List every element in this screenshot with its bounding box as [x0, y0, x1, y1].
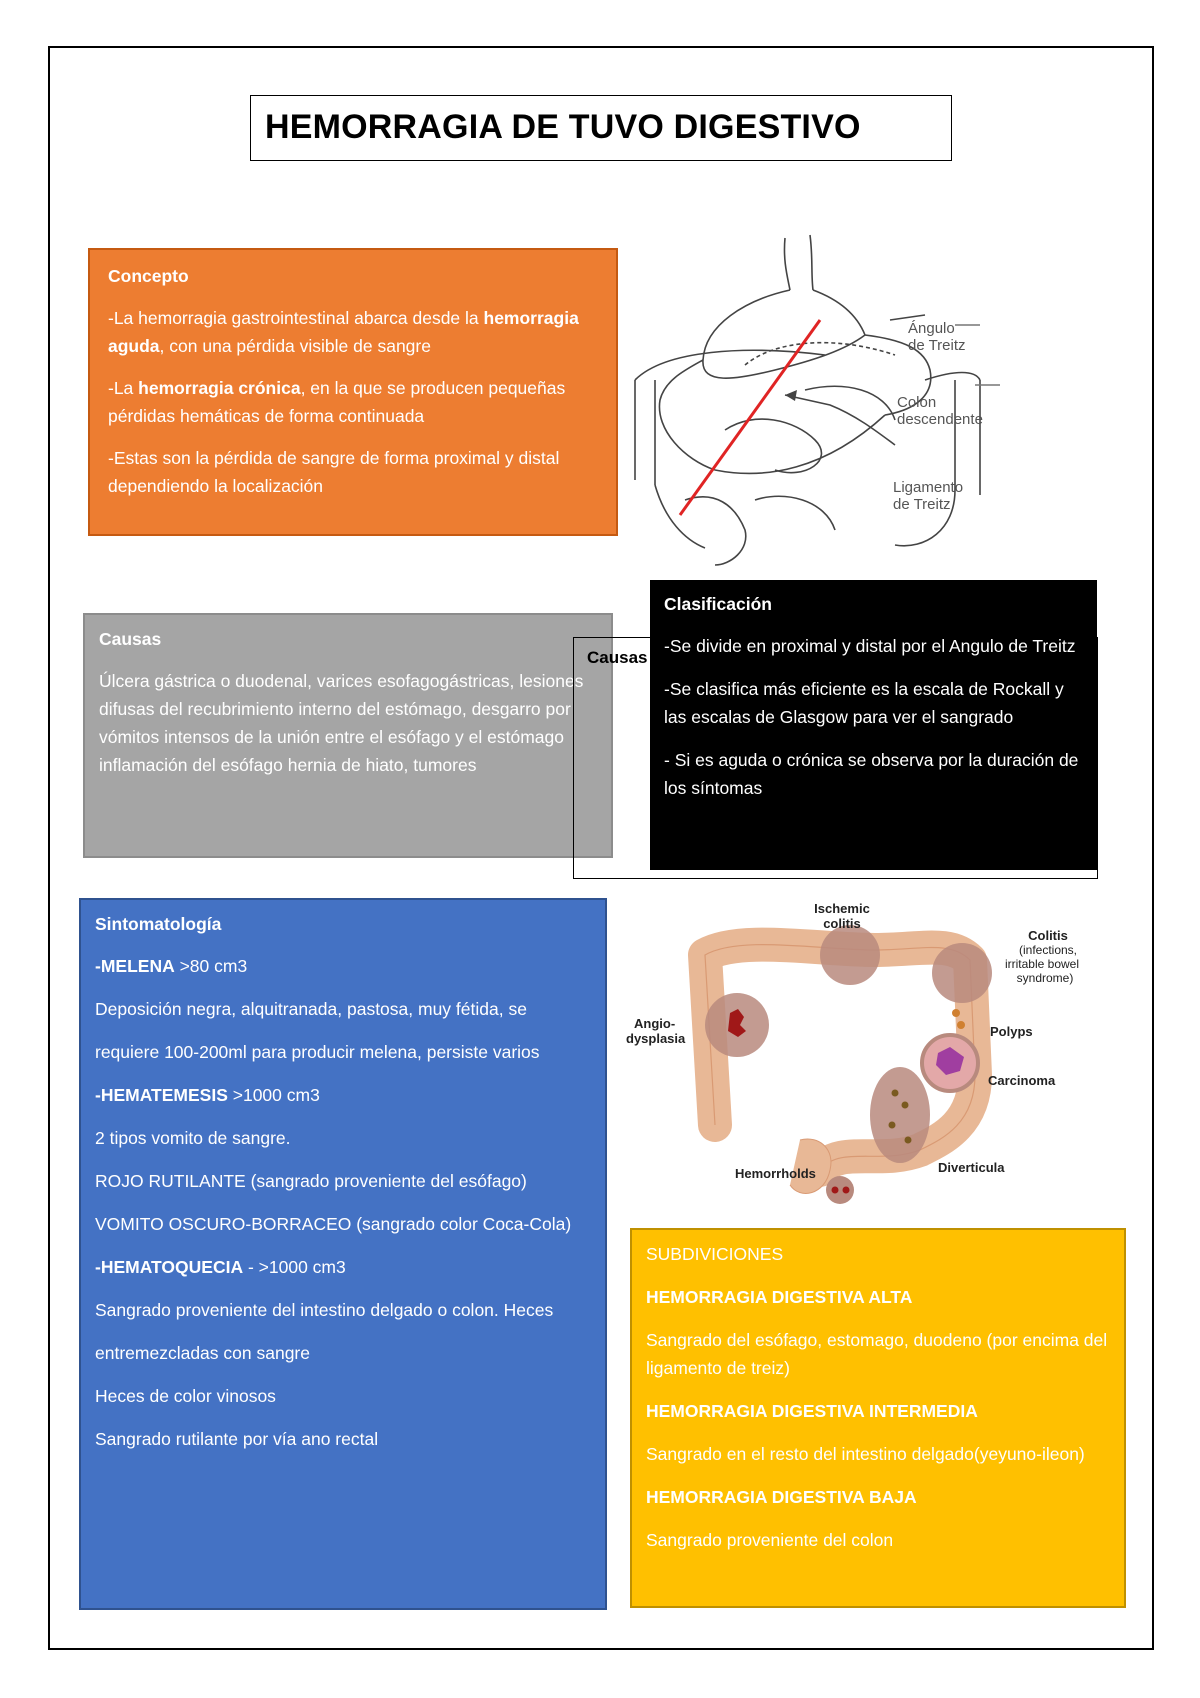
concepto-paragraph-3: -Estas son la pérdida de sangre de forma…	[108, 448, 560, 496]
hematoquecia-line: -HEMATOQUECIA - >1000 cm3	[95, 1253, 591, 1281]
label-ligamento-1: Ligamento	[893, 479, 963, 496]
concepto-p2-bold: hemorragia crónica	[138, 378, 301, 398]
melena-value: >80 cm3	[174, 956, 248, 976]
label-angulo-1: Ángulo	[908, 320, 955, 337]
sinto-line-6: Sangrado proveniente del intestino delga…	[95, 1300, 554, 1320]
sinto-line-1: Deposición negra, alquitranada, pastosa,…	[95, 999, 527, 1019]
clasificacion-box: Clasificación -Se divide en proximal y d…	[650, 580, 1097, 870]
page-border	[48, 46, 1154, 1650]
treitz-anatomy-illustration: Ángulo de Treitz Colon descendente Ligam…	[634, 234, 1000, 566]
clasificacion-p1: -Se divide en proximal y distal por el A…	[664, 636, 1076, 656]
label-colitis-2: (infections,	[1019, 943, 1077, 957]
melena-label: -MELENA	[95, 956, 175, 976]
concepto-p1-text: -La hemorragia gastrointestinal abarca d…	[108, 308, 484, 328]
subdiviciones-box: SUBDIVICIONES HEMORRAGIA DIGESTIVA ALTA …	[630, 1228, 1126, 1608]
sinto-line-5: VOMITO OSCURO-BORRACEO (sangrado color C…	[95, 1214, 572, 1234]
label-hemorrhoids: Hemorrholds	[735, 1166, 816, 1181]
label-carcinoma: Carcinoma	[988, 1073, 1056, 1088]
sintomatologia-box: Sintomatología -MELENA >80 cm3 Deposició…	[79, 898, 607, 1610]
hematemesis-label: -HEMATEMESIS	[95, 1085, 228, 1105]
concepto-paragraph-1: -La hemorragia gastrointestinal abarca d…	[108, 304, 598, 360]
label-angio-2: dysplasia	[626, 1031, 686, 1046]
subdiv-alta-text: Sangrado del esófago, estomago, duodeno …	[646, 1330, 1108, 1378]
clasificacion-p3: - Si es aguda o crónica se observa por l…	[664, 750, 1079, 798]
concepto-p1-bold: hemorragia aguda	[108, 308, 579, 356]
subdiv-intermedia-heading: HEMORRAGIA DIGESTIVA INTERMEDIA	[646, 1401, 978, 1421]
label-colon-1: Colon	[897, 394, 936, 411]
label-ligamento-2: de Treitz	[893, 496, 951, 513]
hematoquecia-value: - >1000 cm3	[243, 1257, 346, 1277]
causas-text: Úlcera gástrica o duodenal, varices esof…	[99, 671, 584, 775]
label-ischemic-1: Ischemic	[814, 901, 870, 916]
sinto-line-8: Heces de color vinosos	[95, 1386, 276, 1406]
label-ischemic-2: colitis	[823, 916, 861, 931]
subdiv-intermedia-text: Sangrado en el resto del intestino delga…	[646, 1444, 1085, 1464]
sintomatologia-heading: Sintomatología	[95, 914, 222, 934]
concepto-p2-text: -La	[108, 378, 139, 398]
sinto-line-4: ROJO RUTILANTE (sangrado proveniente del…	[95, 1171, 527, 1191]
page-title: HEMORRAGIA DE TUVO DIGESTIVO	[265, 108, 861, 146]
causas-box: Causas Úlcera gástrica o duodenal, varic…	[83, 613, 613, 858]
hematoquecia-label: -HEMATOQUECIA	[95, 1257, 244, 1277]
concepto-paragraph-2: -La hemorragia crónica, en la que se pro…	[108, 374, 598, 430]
label-angio-1: Angio-	[634, 1016, 675, 1031]
subdiv-alta-heading: HEMORRAGIA DIGESTIVA ALTA	[646, 1287, 913, 1307]
label-colon-2: descendente	[897, 411, 983, 428]
concepto-p2-tail: , en la que se producen pequeñas pérdida…	[108, 378, 566, 426]
title-box: HEMORRAGIA DE TUVO DIGESTIVO	[250, 95, 952, 161]
causas-heading: Causas	[99, 629, 162, 649]
subdiv-baja-heading: HEMORRAGIA DIGESTIVA BAJA	[646, 1487, 917, 1507]
clasificacion-heading: Clasificación	[664, 594, 772, 614]
sinto-line-7: entremezcladas con sangre	[95, 1343, 310, 1363]
sinto-line-9: Sangrado rutilante por vía ano rectal	[95, 1429, 379, 1449]
hematemesis-line: -HEMATEMESIS >1000 cm3	[95, 1081, 591, 1109]
concepto-box: Concepto -La hemorragia gastrointestinal…	[88, 248, 618, 536]
concepto-p1-tail: , con una pérdida visible de sangre	[159, 336, 431, 356]
sinto-line-3: 2 tipos vomito de sangre.	[95, 1128, 291, 1148]
concepto-heading: Concepto	[108, 266, 189, 286]
label-diverticula: Diverticula	[938, 1160, 1005, 1175]
sinto-line-2: requiere 100-200ml para producir melena,…	[95, 1042, 540, 1062]
label-angulo-2: de Treitz	[908, 337, 966, 354]
label-colitis-3: irritable bowel	[1005, 957, 1079, 971]
colon-bleeding-illustration: Ischemic colitis Colitis Angio- dysplasi…	[626, 901, 1079, 1204]
label-colitis: Colitis	[1028, 928, 1068, 943]
subdiviciones-heading: SUBDIVICIONES	[646, 1244, 784, 1264]
subdiv-baja-text: Sangrado proveniente del colon	[646, 1530, 894, 1550]
label-colitis-4: syndrome)	[1017, 971, 1074, 985]
causas-outline-label: Causas	[587, 648, 648, 667]
clasificacion-p2: -Se clasifica más eficiente es la escala…	[664, 679, 1064, 727]
hematemesis-value: >1000 cm3	[227, 1085, 320, 1105]
melena-line: -MELENA >80 cm3	[95, 952, 591, 980]
label-polyps: Polyps	[990, 1024, 1033, 1039]
